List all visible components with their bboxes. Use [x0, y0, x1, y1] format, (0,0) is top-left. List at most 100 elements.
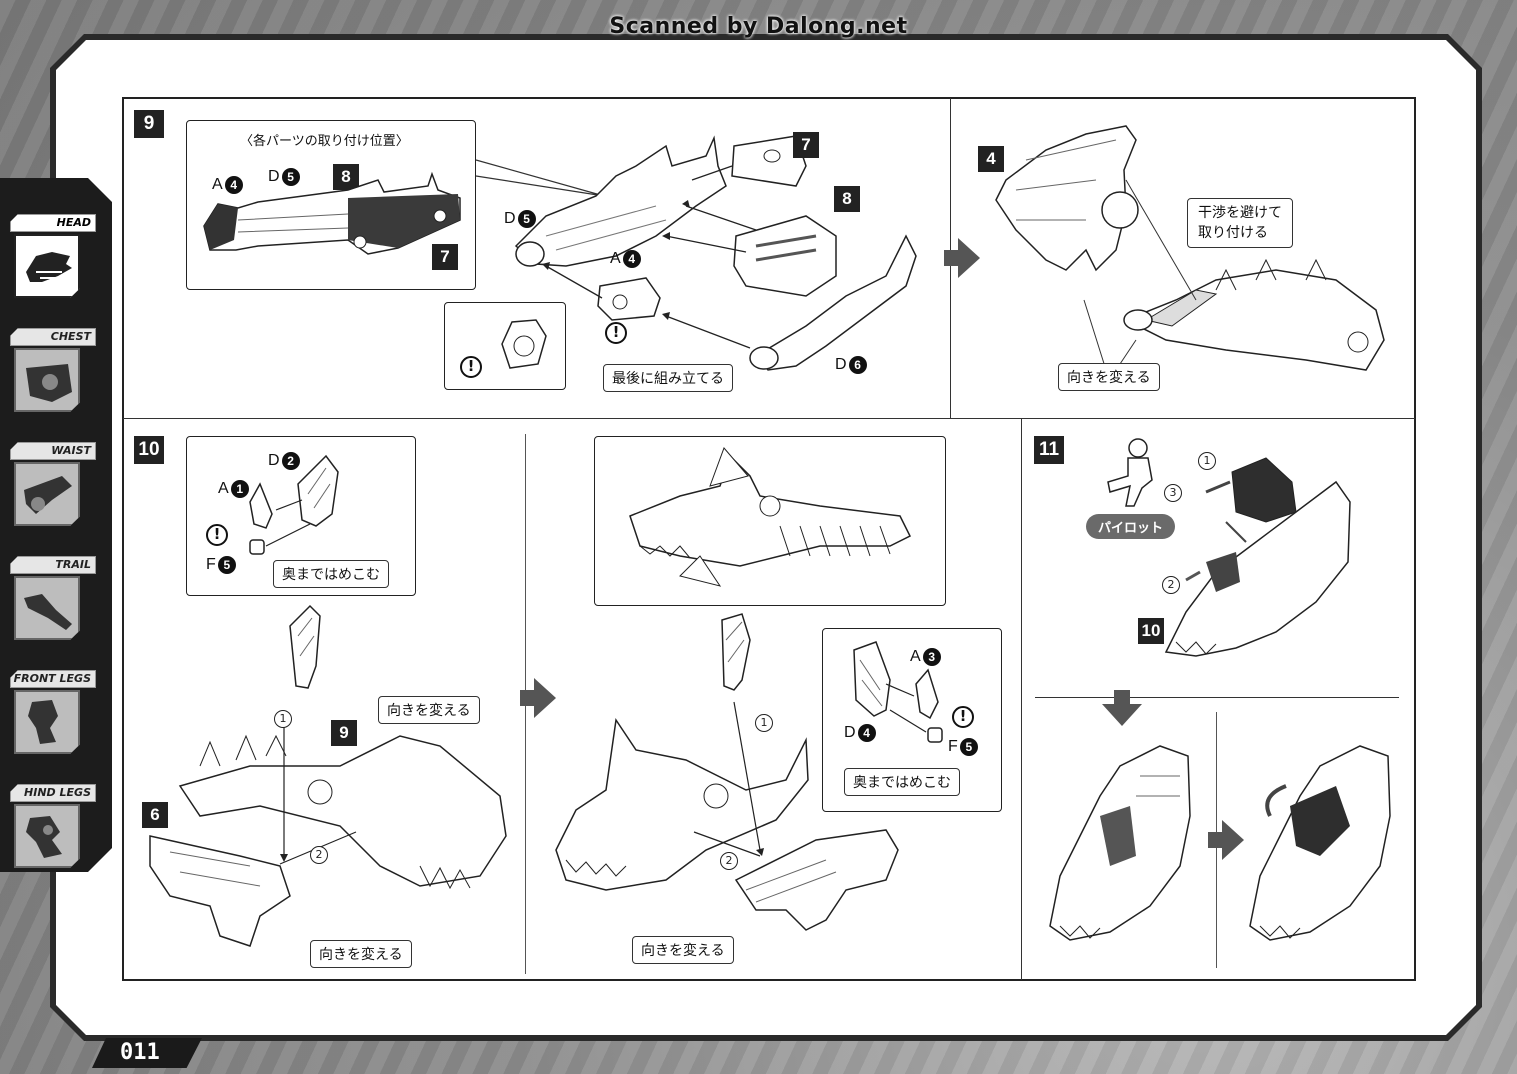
callout-change-direction-bottom: 向きを変える: [310, 940, 412, 968]
label-a1-num: 1: [230, 480, 249, 498]
page-number: 011: [92, 1038, 202, 1068]
label-f5-letter: F: [206, 556, 216, 574]
label-f5-num: 5: [217, 556, 236, 574]
label-d6-num: 6: [848, 356, 867, 374]
warning-icon-step10b: !: [952, 706, 974, 728]
step9-inset-title: 〈各パーツの取り付け位置〉: [240, 134, 409, 149]
warning-icon-step10: !: [206, 524, 228, 546]
label-d6-letter: D: [835, 356, 847, 374]
inset-part-7: 7: [432, 244, 458, 270]
label-d5-letter: D: [268, 168, 280, 186]
step10b-parts-inset: [822, 628, 1002, 812]
pilot-badge: パイロット: [1086, 514, 1176, 539]
label-a4-main-letter: A: [610, 250, 621, 268]
step11-hdivider: [1035, 697, 1399, 698]
label-f5-b-letter: F: [948, 738, 958, 756]
next-arrow-icon-11: [1208, 820, 1244, 860]
step-10-number: 10: [134, 436, 164, 464]
label-a1-letter: A: [218, 480, 229, 498]
callout-avoid-line1: 干渉を避けて: [1198, 205, 1282, 221]
tab-chest-label: CHEST: [10, 328, 96, 346]
step11-cockpit-drawing: [1164, 457, 1351, 657]
step-marker-11-2: 2: [1162, 576, 1180, 594]
ref-step-6: 6: [142, 802, 168, 828]
hind-legs-icon: [14, 804, 80, 868]
chest-icon: [14, 348, 80, 412]
callout-change-direction-10b: 向きを変える: [632, 936, 734, 964]
pilot-figure-drawing: [1107, 438, 1153, 507]
label-d4-letter: D: [844, 724, 856, 742]
part-8: 8: [834, 186, 860, 212]
label-d4-num: 4: [857, 724, 876, 742]
tab-trail-label: TRAIL: [10, 556, 96, 574]
step9-exploded-view: [514, 135, 917, 371]
label-d2-num: 2: [281, 452, 300, 470]
head-icon: [14, 234, 80, 298]
callout-change-direction-top: 向きを変える: [378, 696, 480, 724]
completed-head-preview: [594, 436, 946, 606]
step10b-fin-parts-drawing: [853, 641, 943, 743]
callout-push-in-b: 奥まではめこむ: [844, 768, 960, 796]
warning-icon: !: [605, 322, 627, 344]
label-a4-num: 4: [224, 176, 243, 194]
step-marker-2: 2: [310, 846, 328, 864]
label-a3-letter: A: [910, 648, 921, 666]
callout-push-in: 奥まではめこむ: [273, 560, 389, 588]
step9b-assembly-drawing: [995, 125, 1385, 371]
warning-detail-inset: [444, 302, 566, 390]
label-d2-letter: D: [268, 452, 280, 470]
step-marker-1: 1: [274, 710, 292, 728]
ref-step-9: 9: [331, 720, 357, 746]
step10-fin-parts-drawing: [249, 454, 339, 555]
callout-avoid-line2: 取り付ける: [1198, 225, 1268, 241]
down-arrow-icon: [1102, 690, 1142, 726]
step11-canopy-closed-drawing: [1249, 745, 1391, 941]
waist-icon: [14, 462, 80, 526]
step10b-assembly-drawing: [555, 613, 899, 931]
next-arrow-icon: [944, 238, 980, 278]
trail-icon: [14, 576, 80, 640]
step-marker-1b: 1: [755, 714, 773, 732]
tab-front-legs-label: FRONT LEGS: [10, 670, 96, 688]
part-7: 7: [793, 132, 819, 158]
inset-part-8: 8: [333, 164, 359, 190]
step10-parts-inset: [186, 436, 416, 596]
watermark: Scanned by Dalong.net: [609, 14, 908, 39]
step-11-number: 11: [1034, 436, 1064, 464]
tab-waist-label: WAIST: [10, 442, 96, 460]
label-a3-num: 3: [922, 648, 941, 666]
step-marker-11-1: 1: [1198, 452, 1216, 470]
front-legs-icon: [14, 690, 80, 754]
label-a4-main-num: 4: [622, 250, 641, 268]
callout-change-direction-9: 向きを変える: [1058, 363, 1160, 391]
row-divider: [123, 418, 1415, 419]
step9-position-inset: [186, 120, 476, 290]
step11-divider: [1021, 419, 1022, 980]
step-marker-2b: 2: [720, 852, 738, 870]
instruction-frame: [122, 97, 1416, 981]
part-4: 4: [978, 146, 1004, 172]
part-sidebar: HEAD CHEST WAIST TRAIL FRONT LEGS HIND L…: [0, 178, 112, 872]
label-a4-letter: A: [212, 176, 223, 194]
label-d5-main-letter: D: [504, 210, 516, 228]
callout-avoid-interference: 干渉を避けて 取り付ける: [1187, 198, 1293, 248]
label-f5-b-num: 5: [959, 738, 978, 756]
step-marker-11-3: 3: [1164, 484, 1182, 502]
label-d5-num: 5: [281, 168, 300, 186]
tab-hind-legs-label: HIND LEGS: [10, 784, 96, 802]
tab-head-label: HEAD: [10, 214, 96, 232]
step-9-number: 9: [134, 110, 164, 138]
joint-detail-drawing: [501, 319, 547, 369]
ref-step-10: 10: [1138, 618, 1164, 644]
